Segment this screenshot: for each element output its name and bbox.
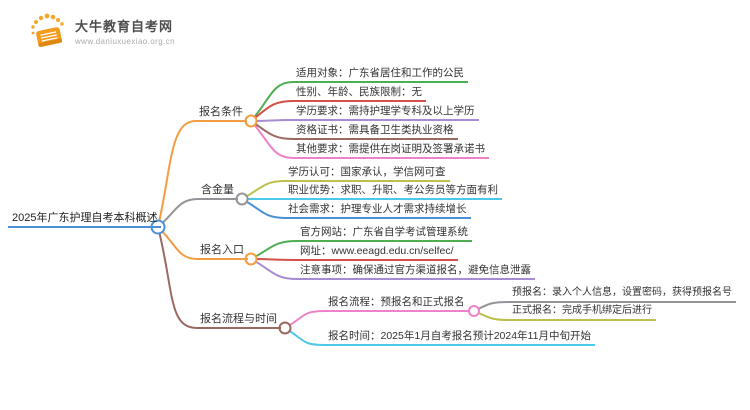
node-restrictions: 性别、年龄、民族限制：无 bbox=[292, 85, 426, 102]
logo-book-icon bbox=[31, 13, 64, 47]
node-official-site: 官方网站：广东省自学考试管理系统 bbox=[296, 225, 472, 242]
branch-entrance: 报名入口 bbox=[196, 243, 248, 260]
branch-process-time: 报名流程与时间 bbox=[196, 312, 281, 329]
branch-value: 含金量 bbox=[197, 183, 238, 200]
node-registration-time: 报名时间：2025年1月自考报名预计2024年11月中旬开始 bbox=[324, 329, 595, 346]
node-other-requirements: 其他要求：需提供在岗证明及签署承诺书 bbox=[292, 142, 489, 159]
node-pre-registration: 预报名：录入个人信息，设置密码，获得预报名号 bbox=[508, 286, 736, 303]
logo-url: www.daniuxuexiao.org.cn bbox=[75, 36, 175, 46]
node-degree-recognition: 学历认可：国家承认，学信网可查 bbox=[284, 165, 450, 182]
node-registration-process: 报名流程：预报名和正式报名 bbox=[324, 295, 469, 312]
node-site-url: 网址：www.eeagd.edu.cn/selfec/ bbox=[296, 244, 458, 261]
branch-conditions: 报名条件 bbox=[195, 105, 247, 122]
site-logo[interactable]: 大牛教育自考网 www.daniuxuexiao.org.cn bbox=[28, 12, 175, 52]
node-formal-registration: 正式报名：完成手机绑定后进行 bbox=[508, 304, 656, 321]
node-caution: 注意事项：确保通过官方渠道报名，避免信息泄露 bbox=[296, 263, 535, 280]
logo-title: 大牛教育自考网 bbox=[75, 18, 174, 34]
node-certificate-requirement: 资格证书：需具备卫生类执业资格 bbox=[292, 123, 458, 140]
node-education-requirement: 学历要求：需持护理学专科及以上学历 bbox=[292, 104, 479, 121]
node-target-audience: 适用对象：广东省居住和工作的公民 bbox=[292, 66, 468, 83]
node-social-demand: 社会需求：护理专业人才需求持续增长 bbox=[284, 202, 471, 219]
node-career-advantage: 职业优势：求职、升职、考公务员等方面有利 bbox=[284, 183, 502, 200]
root-node: 2025年广东护理自考本科概述 bbox=[8, 211, 162, 228]
